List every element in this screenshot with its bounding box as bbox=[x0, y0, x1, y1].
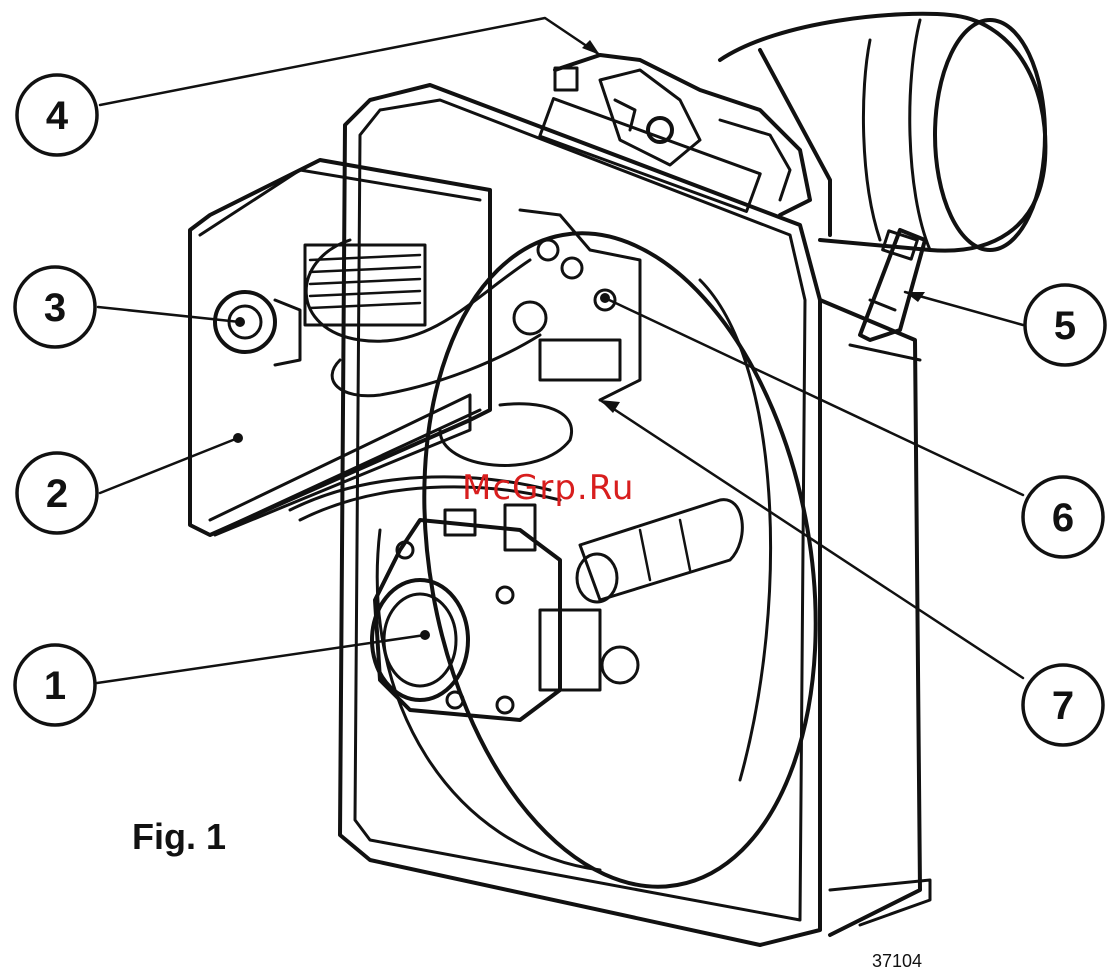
figure-caption: Fig. 1 bbox=[132, 816, 226, 858]
leader-line-4 bbox=[100, 18, 600, 105]
callout-label-4: 4 bbox=[46, 94, 69, 138]
callout-label-1: 1 bbox=[44, 664, 66, 708]
flange-drawing bbox=[555, 55, 810, 215]
drawing-code: 37104 bbox=[872, 951, 922, 972]
callout-label-7: 7 bbox=[1052, 684, 1074, 728]
callout-label-6: 6 bbox=[1052, 496, 1074, 540]
leader-line-2 bbox=[100, 438, 238, 493]
leader-line-5 bbox=[905, 292, 1023, 325]
callout-label-3: 3 bbox=[44, 286, 66, 330]
oil-pump bbox=[372, 500, 742, 720]
fan-housing bbox=[376, 202, 865, 918]
leader-line-7 bbox=[600, 400, 1023, 678]
housing-frame bbox=[340, 85, 930, 945]
watermark: McGrp.Ru bbox=[462, 468, 634, 508]
callout-label-2: 2 bbox=[46, 472, 68, 516]
callout-label-5: 5 bbox=[1054, 304, 1076, 348]
leader-line-6 bbox=[605, 298, 1023, 495]
